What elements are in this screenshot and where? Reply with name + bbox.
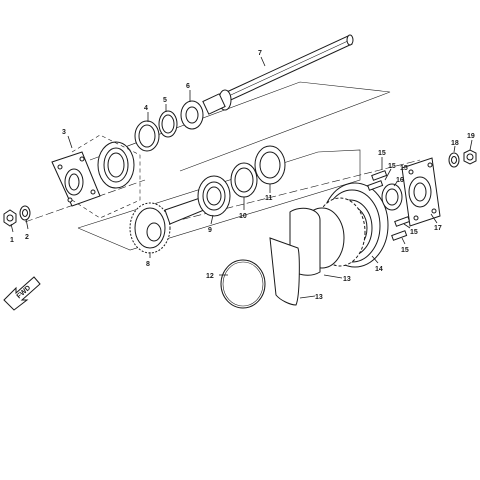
- bolt-15-d: [391, 230, 408, 241]
- callout-10: 10: [239, 213, 247, 220]
- callout-15-c: 15: [410, 229, 418, 236]
- nut-19: [463, 149, 477, 165]
- nut-1: [3, 209, 17, 227]
- bearing-11: [254, 145, 286, 185]
- callout-3: 3: [62, 129, 66, 136]
- callout-15-d: 15: [401, 247, 409, 254]
- axis-centerline: [24, 159, 421, 231]
- callout-5: 5: [163, 97, 167, 104]
- drive-shaft: [202, 34, 354, 115]
- race-10: [230, 162, 258, 198]
- callout-9: 9: [208, 227, 212, 234]
- shim-13-lower: [269, 237, 300, 306]
- callout-12: 12: [206, 273, 214, 280]
- bearing-6: [180, 100, 204, 130]
- ring-5: [158, 110, 178, 138]
- callout-1: 1: [10, 237, 14, 244]
- callout-8: 8: [146, 261, 150, 268]
- callout-18: 18: [451, 140, 459, 147]
- callout-11: 11: [265, 195, 273, 202]
- pinion-gear: [129, 197, 205, 254]
- callout-15-e: 15: [400, 165, 408, 172]
- output-flange-17: [401, 157, 441, 227]
- callout-19: 19: [467, 133, 475, 140]
- callout-14: 14: [375, 266, 383, 273]
- group-bracket-3: [71, 134, 141, 219]
- forward-direction-arrow: FWD: [3, 276, 41, 311]
- callout-4: 4: [144, 105, 148, 112]
- callout-13-upper: 13: [343, 276, 351, 283]
- washer-18: [448, 152, 460, 168]
- callout-17: 17: [434, 225, 442, 232]
- bearing-16: [381, 183, 403, 211]
- ring-4: [134, 120, 160, 152]
- pinion-housing: [51, 141, 135, 207]
- callout-13-lower: 13: [315, 294, 323, 301]
- bolt-15-c: [394, 216, 411, 227]
- callout-2: 2: [25, 234, 29, 241]
- bearing-9: [197, 175, 231, 217]
- callout-6: 6: [186, 83, 190, 90]
- callout-15-b: 15: [388, 163, 396, 170]
- washer-2: [19, 205, 31, 221]
- callout-16: 16: [396, 177, 404, 184]
- bolt-15-b: [367, 180, 384, 191]
- callout-15-a: 15: [378, 150, 386, 157]
- bolt-15-a: [371, 170, 388, 181]
- o-ring-12: [220, 259, 266, 309]
- callout-labels: 1 2 3 4 5 6 7 8 9 10 11 12 13 13 14 15 1…: [10, 50, 475, 301]
- leader-lines: [10, 56, 473, 299]
- callout-7: 7: [258, 50, 262, 57]
